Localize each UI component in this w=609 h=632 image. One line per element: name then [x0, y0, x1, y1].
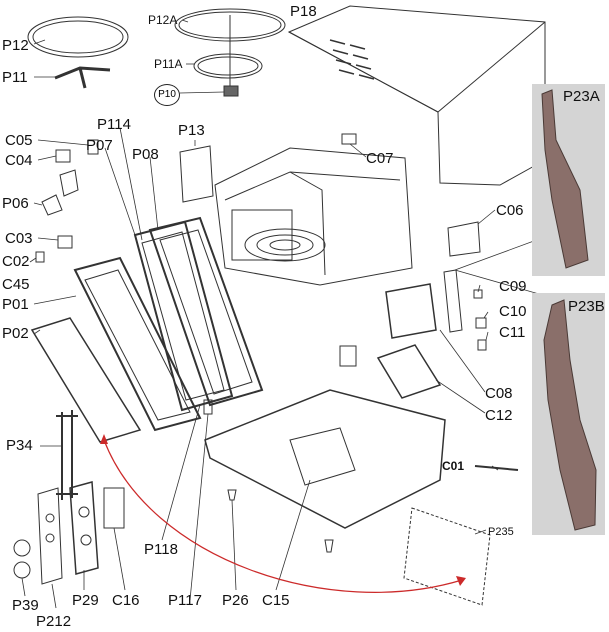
label-p02: P02	[2, 325, 29, 342]
label-c45: C45	[2, 276, 30, 293]
label-p114: P114	[97, 116, 131, 133]
door-panel	[30, 317, 142, 443]
part-p06	[41, 194, 63, 216]
label-p23a: P23A	[563, 88, 600, 105]
door-inner	[148, 216, 264, 407]
mica-cover	[179, 145, 214, 203]
label-c08: C08	[485, 385, 513, 402]
part-c10	[475, 317, 487, 329]
label-c10: C10	[499, 303, 527, 320]
label-c06: C06	[496, 202, 524, 219]
fuse-c01	[474, 465, 519, 471]
switch-c07	[341, 133, 357, 145]
coupler	[223, 85, 239, 97]
p23b-part	[543, 299, 597, 531]
part-c05	[87, 139, 99, 155]
label-p01: P01	[2, 296, 29, 313]
base-plate	[204, 389, 446, 529]
label-p13: P13	[178, 122, 205, 139]
red-arrow	[103, 439, 463, 593]
latch-bracket	[443, 269, 463, 333]
label-c02: C02	[2, 253, 30, 270]
label-p117: P117	[168, 592, 202, 609]
part-c03	[57, 235, 73, 249]
part-c11	[477, 339, 487, 351]
label-c09: C09	[499, 278, 527, 295]
label-c07: C07	[366, 150, 394, 167]
label-p118: P118	[144, 541, 178, 558]
turntable-ring	[27, 16, 129, 58]
label-p29: P29	[72, 592, 99, 609]
door-seal	[403, 507, 491, 606]
label-p23b: P23B	[568, 298, 605, 315]
label-p12: P12	[2, 37, 29, 54]
label-p06: P06	[2, 195, 29, 212]
label-p11: P11	[2, 69, 28, 86]
oven-cavity	[214, 147, 413, 286]
door-handle	[56, 410, 78, 500]
part-c09	[473, 289, 483, 299]
knob-top	[13, 539, 31, 557]
label-p07: P07	[86, 137, 113, 154]
case-vents	[329, 39, 375, 80]
p23a-part	[541, 89, 589, 269]
knob-bottom	[13, 561, 31, 579]
label-c03: C03	[5, 230, 33, 247]
label-c15: C15	[262, 592, 290, 609]
capacitor-c06	[447, 221, 481, 257]
part-c02	[35, 251, 45, 263]
label-c12: C12	[485, 407, 513, 424]
door-frame	[73, 256, 202, 432]
label-p26: P26	[222, 592, 249, 609]
label-c04: C04	[5, 152, 33, 169]
label-p212: P212	[36, 613, 72, 630]
roller-ring	[193, 53, 263, 79]
part-c04	[55, 149, 71, 163]
part-rect	[339, 345, 357, 367]
label-p12a: P12A	[148, 13, 178, 27]
label-p11a: P11A	[154, 57, 183, 71]
label-p18: P18	[290, 3, 317, 20]
roller-support	[54, 66, 111, 89]
label-c01: C01	[442, 459, 465, 473]
label-p34: P34	[6, 437, 33, 454]
label-p10: P10	[154, 84, 180, 106]
outer-case	[287, 5, 546, 186]
label-p08: P08	[132, 146, 159, 163]
label-p39: P39	[12, 597, 39, 614]
control-panel-p29	[69, 481, 99, 575]
label-c05: C05	[5, 132, 33, 149]
label-c11: C11	[499, 324, 526, 341]
label-c16: C16	[112, 592, 140, 609]
label-p235: P235	[488, 526, 514, 538]
foot-right	[324, 539, 334, 553]
part-c16	[103, 487, 125, 529]
magnetron-c12	[376, 344, 442, 399]
foot-left	[227, 489, 237, 501]
control-panel-p212	[37, 487, 63, 585]
transformer-c08	[385, 283, 437, 339]
